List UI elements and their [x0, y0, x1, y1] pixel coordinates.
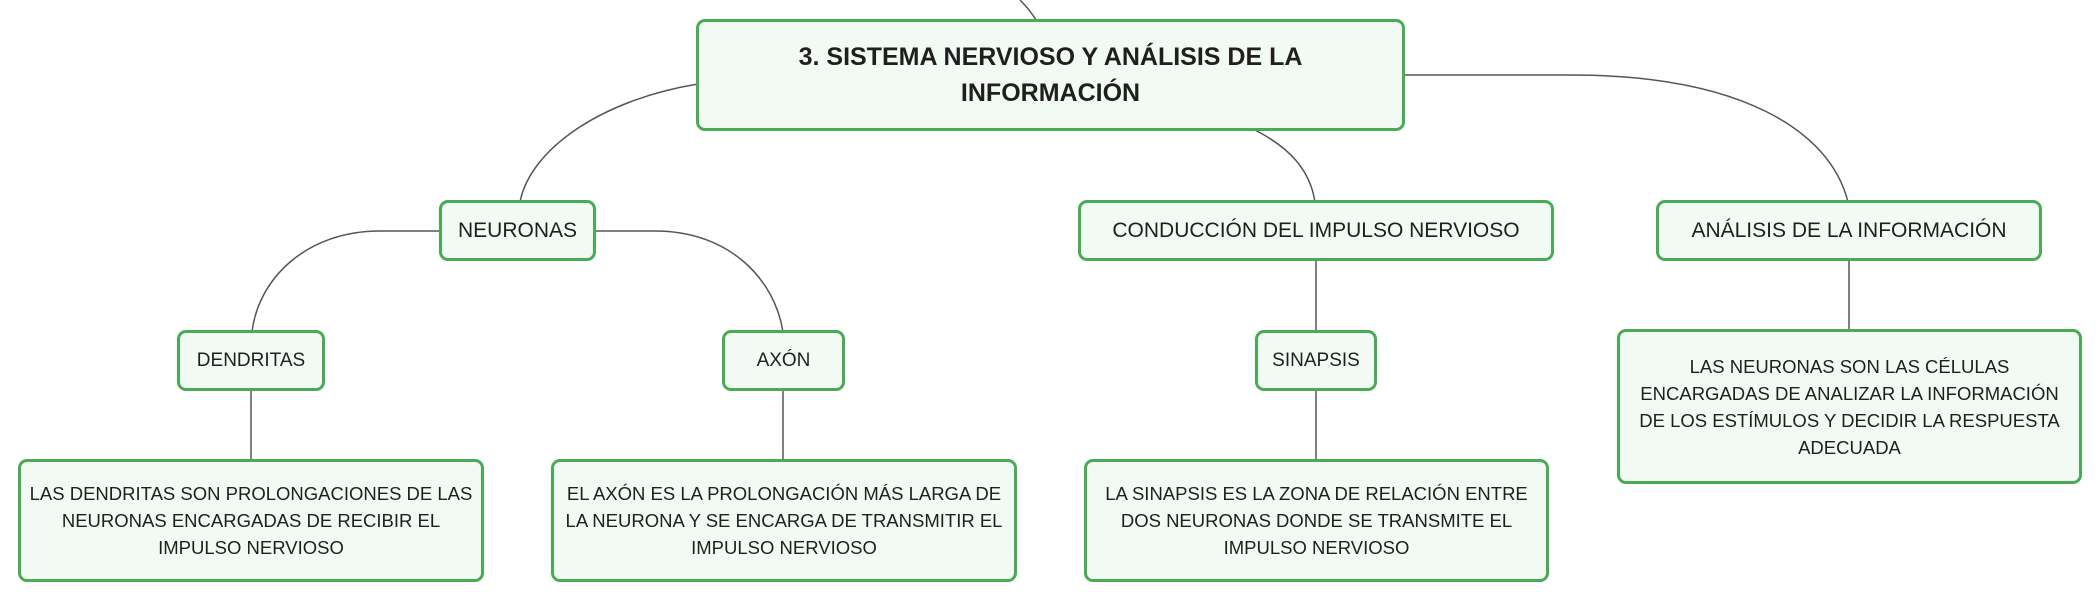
note-analisis[interactable]: LAS NEURONAS SON LAS CÉLULAS ENCARGADAS …: [1617, 329, 2082, 484]
root-topic-title: 3. SISTEMA NERVIOSO Y ANÁLISIS DE LA INF…: [798, 43, 1303, 107]
connector-root-neuronas: [519, 83, 699, 203]
topic-sinapsis[interactable]: SINAPSIS: [1255, 330, 1377, 391]
topic-neuronas[interactable]: NEURONAS: [439, 200, 596, 261]
connector-root-analisis: [1404, 74, 1849, 203]
topic-sinapsis-label: SINAPSIS: [1272, 349, 1360, 371]
connector-root-conduccion: [1254, 129, 1316, 203]
note-sinapsis[interactable]: LA SINAPSIS ES LA ZONA DE RELACIÓN ENTRE…: [1084, 459, 1549, 582]
note-axon[interactable]: EL AXÓN ES LA PROLONGACIÓN MÁS LARGA DE …: [551, 459, 1017, 582]
topic-axon[interactable]: AXÓN: [722, 330, 845, 391]
root-topic-node[interactable]: 3. SISTEMA NERVIOSO Y ANÁLISIS DE LA INF…: [696, 19, 1405, 131]
note-axon-text: EL AXÓN ES LA PROLONGACIÓN MÁS LARGA DE …: [565, 483, 1003, 558]
connector-neuronas-dendritas: [251, 230, 441, 333]
topic-analisis-informacion[interactable]: ANÁLISIS DE LA INFORMACIÓN: [1656, 200, 2042, 261]
note-sinapsis-text: LA SINAPSIS ES LA ZONA DE RELACIÓN ENTRE…: [1105, 483, 1528, 558]
topic-neuronas-label: NEURONAS: [457, 218, 578, 242]
note-dendritas[interactable]: LAS DENDRITAS SON PROLONGACIONES DE LAS …: [18, 459, 484, 582]
note-analisis-text: LAS NEURONAS SON LAS CÉLULAS ENCARGADAS …: [1639, 355, 2060, 458]
topic-dendritas[interactable]: DENDRITAS: [177, 330, 325, 391]
topic-conduccion-impulso-nervioso[interactable]: CONDUCCIÓN DEL IMPULSO NERVIOSO: [1078, 200, 1554, 261]
topic-dendritas-label: DENDRITAS: [196, 349, 306, 371]
topic-analisis-label: ANÁLISIS DE LA INFORMACIÓN: [1691, 218, 2007, 242]
note-dendritas-text: LAS DENDRITAS SON PROLONGACIONES DE LAS …: [29, 483, 473, 558]
topic-axon-label: AXÓN: [756, 349, 811, 371]
topic-conduccion-label: CONDUCCIÓN DEL IMPULSO NERVIOSO: [1112, 218, 1520, 242]
connector-neuronas-axon: [595, 230, 784, 333]
connector-offscreen-parent: [1019, 0, 1037, 21]
